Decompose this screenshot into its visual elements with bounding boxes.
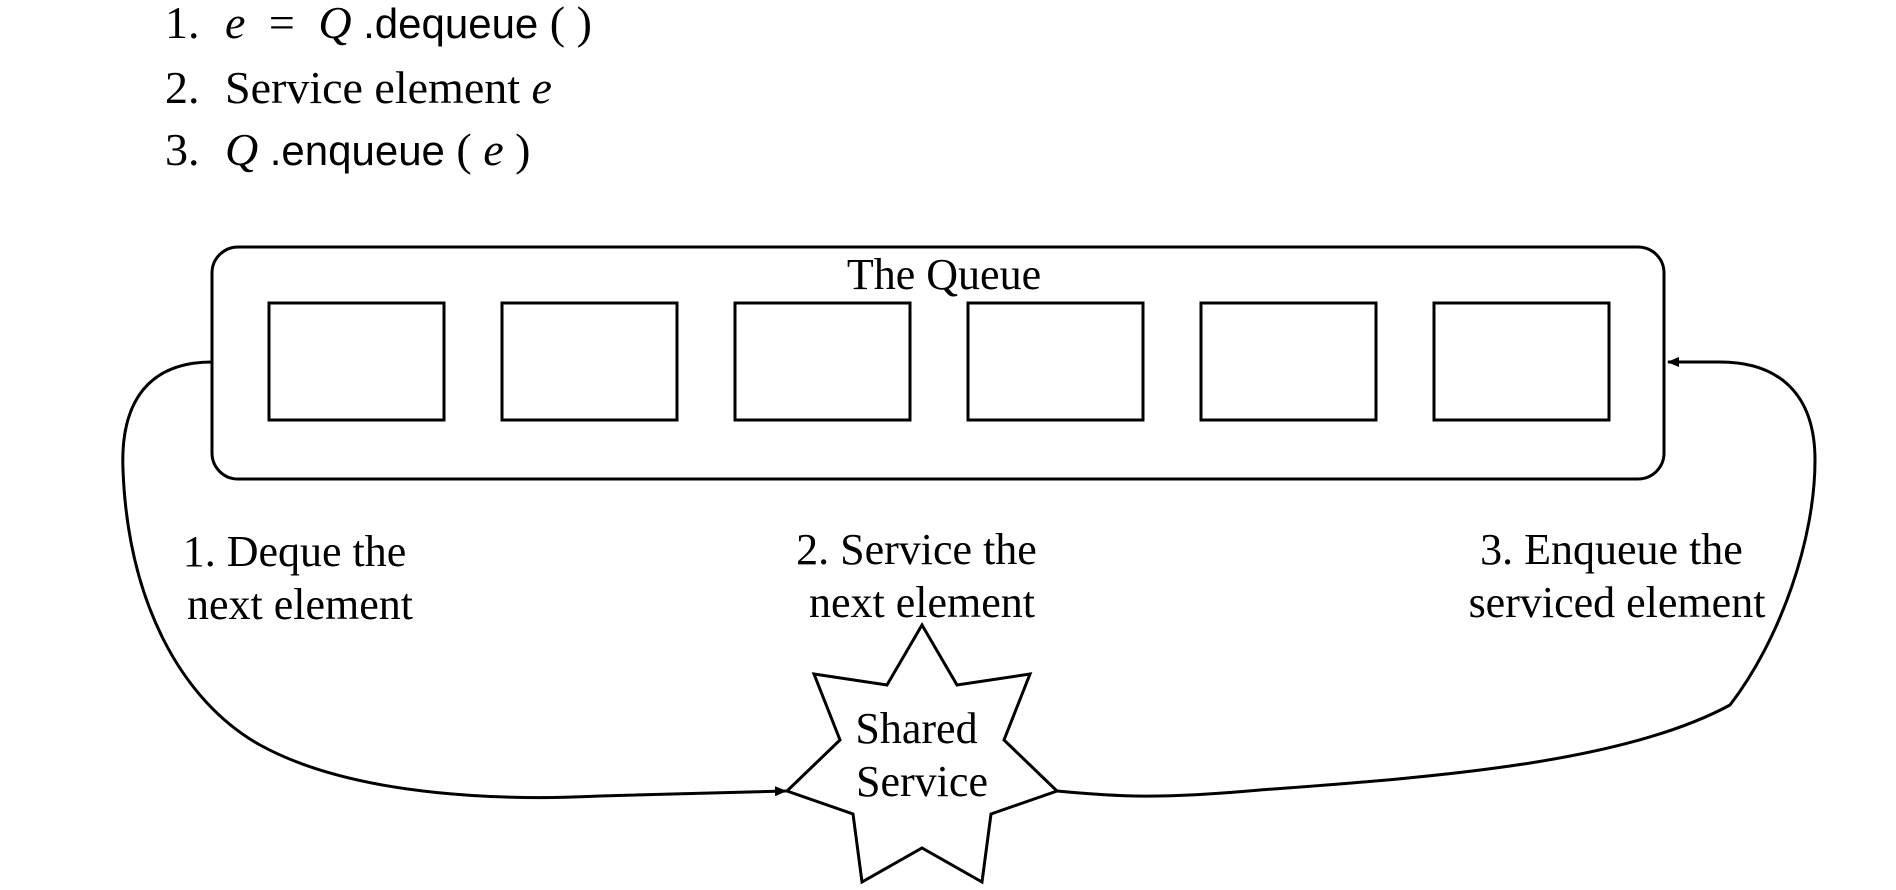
step-3-paren-open: ( [456, 124, 471, 175]
step-3: 3. Q .enqueue ( e ) [165, 124, 531, 175]
step-1: 1. e = Q .dequeue ( ) [165, 0, 592, 48]
shared-service-label: Shared Service [855, 704, 988, 806]
flow-labels: 1. Deque the next element 2. Service the… [183, 525, 1766, 629]
service-label-line-2: next element [809, 578, 1035, 627]
step-2-text: Service element [225, 62, 532, 113]
deque-label-line-2: next element [187, 580, 413, 629]
step-1-method: .dequeue [363, 0, 538, 47]
step-1-number: 1. [165, 0, 200, 48]
queue-slot [733, 301, 912, 422]
queue-slot [267, 301, 446, 422]
step-2-number: 2. [165, 62, 200, 113]
step-2-var: e [532, 62, 552, 113]
shared-service-line-1: Shared [855, 704, 977, 753]
step-1-paren-close: ) [577, 0, 592, 48]
shared-service: Shared Service [784, 622, 1060, 885]
step-1-equals: = [269, 0, 295, 48]
step-3-arg: e [483, 124, 503, 175]
step-3-method: .enqueue [270, 127, 445, 174]
deque-label: 1. Deque the next element [183, 527, 418, 629]
step-3-object: Q [225, 124, 258, 175]
step-2: 2. Service element e [165, 62, 552, 113]
algorithm-steps: 1. e = Q .dequeue ( ) 2. Service element… [165, 0, 592, 175]
queue-slot [1432, 301, 1611, 422]
enqueue-label-line-2: serviced element [1469, 578, 1766, 627]
shared-service-star [784, 622, 1060, 885]
queue-slots [267, 301, 1611, 422]
enqueue-label-line-1: 3. Enqueue the [1480, 525, 1743, 574]
shared-service-line-2: Service [856, 757, 988, 806]
step-1-paren-open: ( [550, 0, 565, 48]
step-1-object: Q [318, 0, 351, 48]
queue: The Queue [210, 245, 1666, 481]
step-1-lhs: e [225, 0, 245, 48]
step-3-paren-close: ) [515, 124, 530, 175]
service-label: 2. Service the next element [796, 525, 1048, 627]
queue-slot [966, 301, 1145, 422]
enqueue-arrow [1056, 357, 1817, 798]
queue-title: The Queue [847, 250, 1041, 299]
step-3-number: 3. [165, 124, 200, 175]
queue-slot [1199, 301, 1378, 422]
deque-label-line-1: 1. Deque the [183, 527, 407, 576]
flow-arrows [121, 357, 1817, 800]
dequeue-arrow [121, 360, 787, 800]
enqueue-label: 3. Enqueue the serviced element [1469, 525, 1766, 627]
service-label-line-1: 2. Service the [796, 525, 1037, 574]
queue-slot [500, 301, 679, 422]
